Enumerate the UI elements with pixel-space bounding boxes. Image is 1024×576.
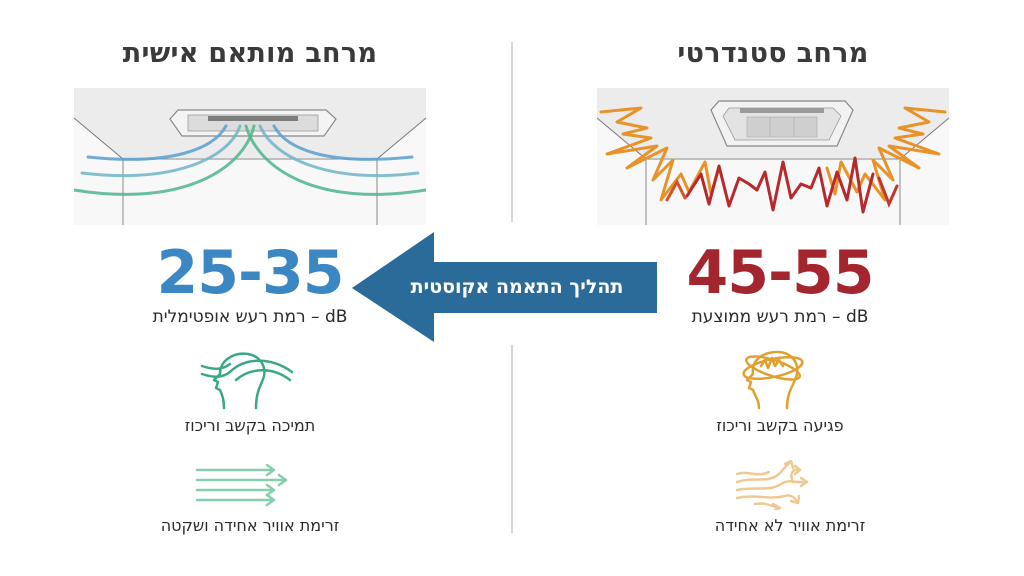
right-impact-2: זרימת אוויר לא אחידה: [714, 516, 866, 535]
left-benefit-1: תמיכה בקשב וריכוז: [184, 416, 316, 435]
right-noise-range: 45-55: [686, 238, 875, 308]
acoustic-adjustment-arrow-icon: [352, 232, 657, 342]
turbulent-airflow-icon: [735, 459, 825, 512]
divider-top: [511, 42, 513, 222]
right-impact-1: פגיעה בקשב וריכוז: [716, 416, 844, 435]
divider-bottom: [511, 345, 513, 533]
left-title: מרחב מותאם אישית: [122, 38, 378, 69]
left-benefit-2: זרימת אוויר אחידה ושקטה: [160, 516, 340, 535]
right-title: מרחב סטנדרטי: [677, 38, 869, 69]
noisy-ac-soundwave-icon: [597, 88, 949, 225]
left-noise-label: dB – רמת רעש אופטימלית: [152, 307, 348, 327]
right-noise-label: dB – רמת רעש ממוצעת: [691, 307, 869, 327]
quiet-room-illustration: [74, 88, 426, 225]
calm-head-icon: [200, 350, 300, 412]
distracted-head-icon: [735, 350, 815, 412]
left-noise-range: 25-35: [156, 238, 345, 308]
quiet-ac-airflow-icon: [74, 88, 426, 225]
arrow-label: תהליך התאמה אקוסטית: [410, 276, 624, 298]
smooth-airflow-icon: [195, 463, 295, 508]
noisy-room-illustration: [597, 88, 949, 225]
